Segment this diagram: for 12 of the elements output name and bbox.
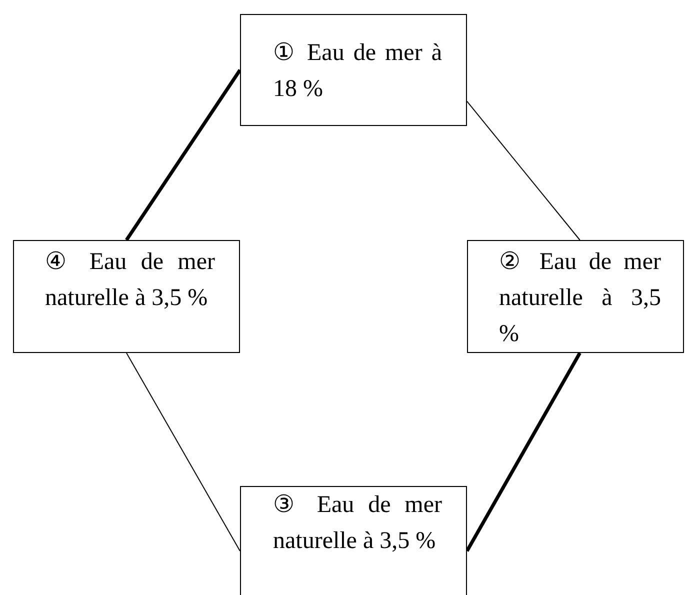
node-text: ③ Eau de mer naturelle à 3,5 % bbox=[273, 491, 442, 556]
connector-line bbox=[466, 100, 580, 240]
text-box bbox=[240, 486, 467, 595]
connector-line bbox=[465, 352, 582, 552]
connector-line bbox=[125, 69, 242, 241]
text-box bbox=[467, 240, 684, 353]
connector-line bbox=[126, 352, 240, 552]
node-text: ④ Eau de mer naturelle à 3,5 % bbox=[45, 248, 215, 313]
node-text: ① Eau de mer à 18 % bbox=[273, 39, 442, 104]
text-box bbox=[240, 14, 467, 126]
node-text: ② Eau de mer naturelle à 3,5 % bbox=[499, 248, 661, 349]
text-box bbox=[13, 240, 240, 353]
